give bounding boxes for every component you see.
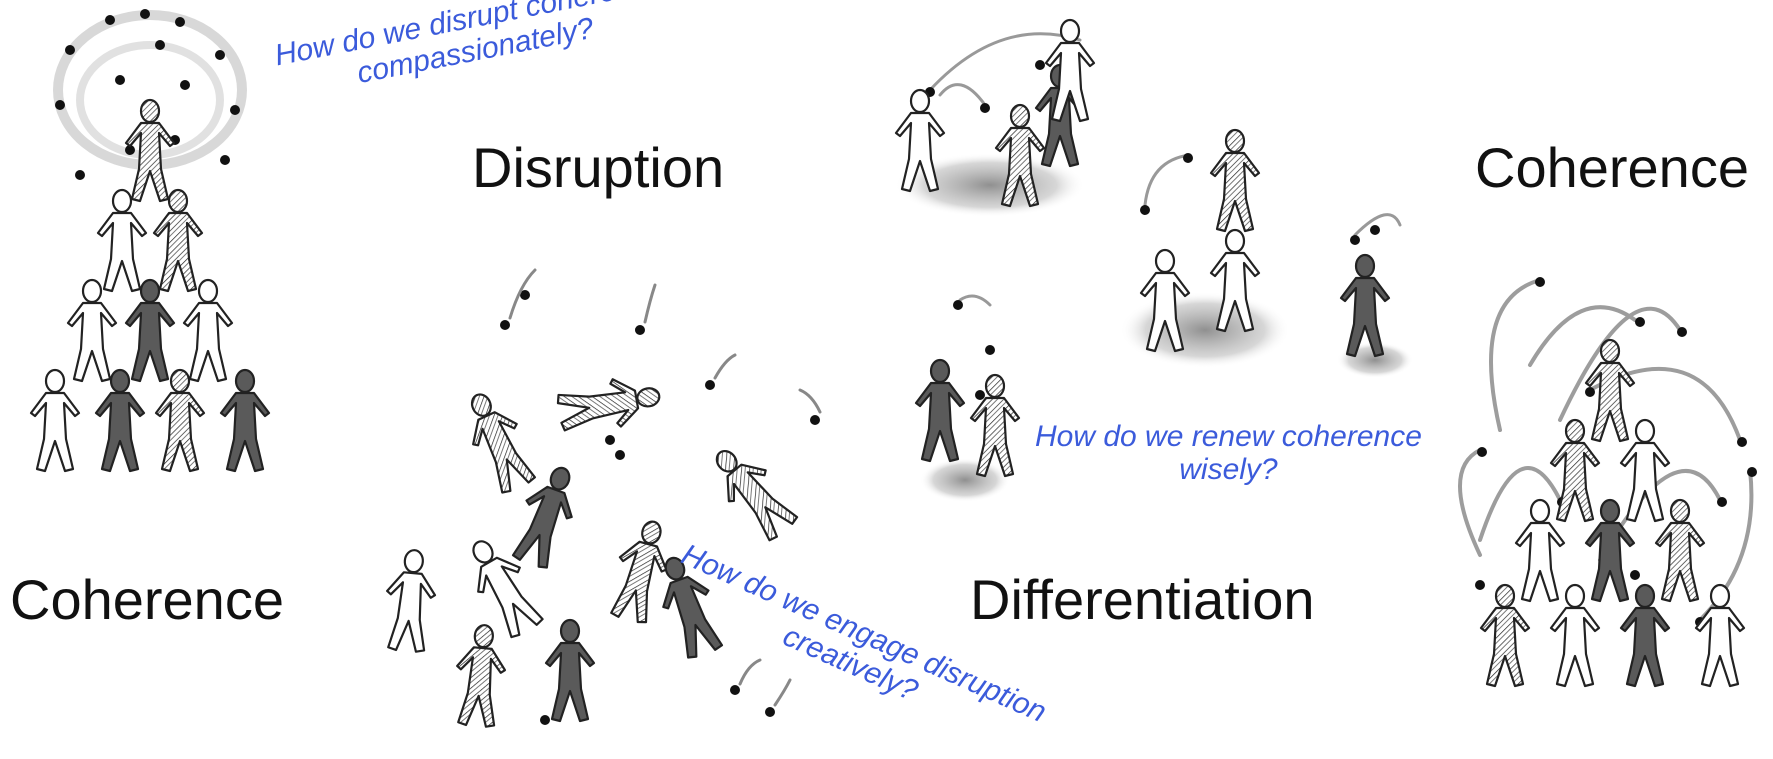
stage-label-disruption: Disruption (472, 136, 725, 199)
question-renew-line2: wisely? (1179, 453, 1278, 486)
illustration-layer (29, 9, 1757, 730)
stage-label-coherence-end: Coherence (1475, 136, 1749, 199)
small-groups-illustration (894, 18, 1413, 502)
stage-label-coherence-start: Coherence (10, 568, 284, 631)
stage-label-differentiation: Differentiation (970, 568, 1315, 631)
right-pyramid-illustration (1458, 277, 1757, 688)
left-pyramid-illustration (29, 9, 271, 473)
coherence-cycle-diagram: Disruption Coherence Coherence Different… (10, 0, 1757, 730)
question-renew: How do we renew coherence wisely? (1035, 420, 1422, 486)
question-renew-line1: How do we renew coherence (1035, 420, 1422, 453)
scattered-crowd-illustration (380, 268, 822, 730)
